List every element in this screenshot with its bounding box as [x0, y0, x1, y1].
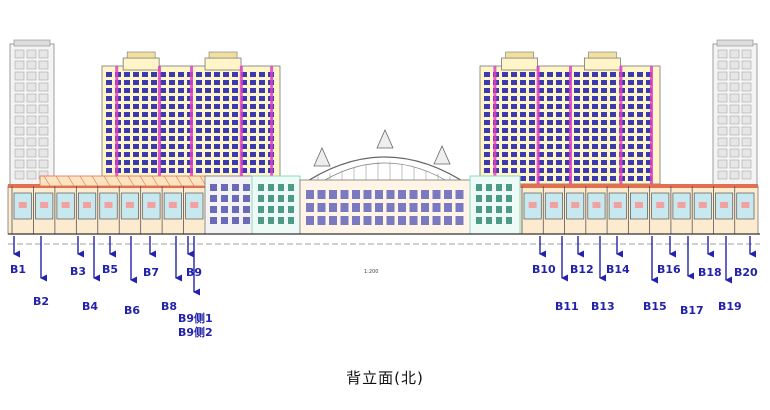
- side-tower-right: [712, 39, 758, 189]
- marker-label-b10: B10: [532, 263, 556, 276]
- podium-center-blocks: [204, 175, 521, 235]
- marker-label-b19: B19: [718, 300, 742, 313]
- marker-label-b3: B3: [70, 265, 86, 278]
- marker-label-b7: B7: [143, 266, 159, 279]
- scale-note: 1:200: [364, 269, 378, 275]
- marker-label-b5: B5: [102, 263, 118, 276]
- building-elevation: [7, 39, 760, 245]
- marker-label-b9s1: B9侧1: [178, 311, 213, 325]
- marker-label-b11: B11: [555, 300, 579, 313]
- marker-label-b2: B2: [33, 295, 49, 308]
- side-tower-left: [9, 39, 55, 189]
- central-dome: [299, 129, 471, 187]
- marker-label-b6: B6: [124, 304, 140, 317]
- shopfronts-right: [521, 186, 755, 234]
- marker-label-b13: B13: [591, 300, 615, 313]
- residential-tower-right: [479, 51, 661, 185]
- marker-label-b16: B16: [657, 263, 681, 276]
- marker-label-b17: B17: [680, 304, 704, 317]
- podium: [7, 175, 759, 235]
- marker-label-b12: B12: [570, 263, 594, 276]
- marker-label-b1: B1: [10, 263, 26, 276]
- marker-label-b14: B14: [606, 263, 630, 276]
- shopfronts-left: [11, 186, 204, 234]
- marker-label-b9s2: B9侧2: [178, 325, 213, 339]
- elevation-drawing: B1B2B3B4B5B6B7B8B9B9侧1B9侧2B10B11B12B13B1…: [7, 39, 760, 339]
- marker-label-b20: B20: [734, 266, 758, 279]
- marker-label-b4: B4: [82, 300, 98, 313]
- marker-label-b15: B15: [643, 300, 667, 313]
- figure-caption: 背立面(北): [346, 369, 424, 387]
- marker-label-b8: B8: [161, 300, 177, 313]
- marker-layer: B1B2B3B4B5B6B7B8B9B9侧1B9侧2B10B11B12B13B1…: [10, 236, 758, 339]
- residential-tower-left: [101, 51, 281, 185]
- marker-label-b18: B18: [698, 266, 722, 279]
